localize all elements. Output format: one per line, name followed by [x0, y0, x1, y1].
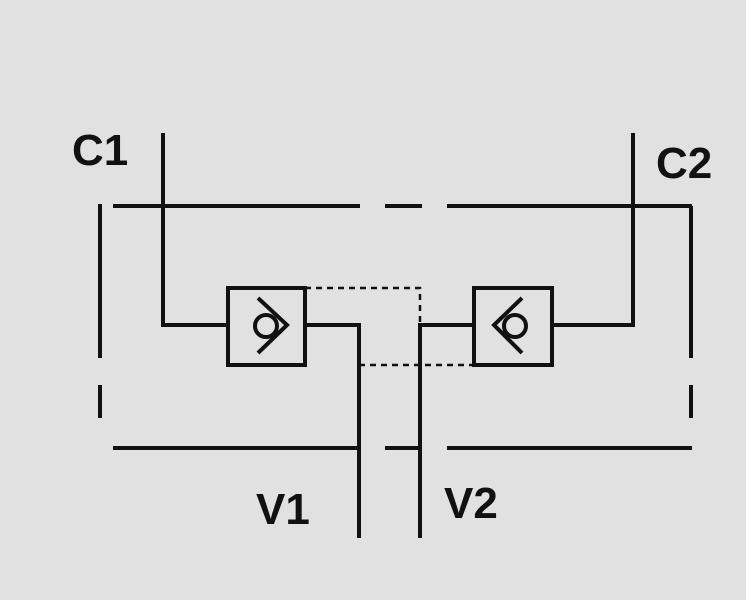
check-valve-right-seat-icon: [491, 296, 524, 355]
v2-flow-line: [418, 323, 474, 538]
v1-flow-line: [305, 323, 361, 538]
check-valve-left: [226, 286, 307, 367]
check-valve-right-body: [472, 286, 554, 367]
port-label-v2: V2: [444, 479, 498, 528]
check-valve-left-body: [226, 286, 307, 367]
port-label-c1: C1: [72, 126, 128, 175]
port-label-c2: C2: [656, 139, 712, 188]
enclosure-outline: [98, 204, 693, 450]
check-valve-left-ball-icon: [253, 313, 279, 339]
flow-lines: [161, 133, 635, 538]
pilot-lines: [305, 286, 474, 367]
c2-flow-line: [552, 133, 635, 327]
pilot-line-upper: [305, 286, 422, 325]
c1-flow-line: [161, 133, 228, 327]
check-valve-right: [472, 286, 554, 367]
port-label-v1: V1: [256, 485, 310, 534]
check-valve-left-seat-icon: [256, 296, 290, 355]
check-valve-right-ball-icon: [502, 313, 528, 339]
